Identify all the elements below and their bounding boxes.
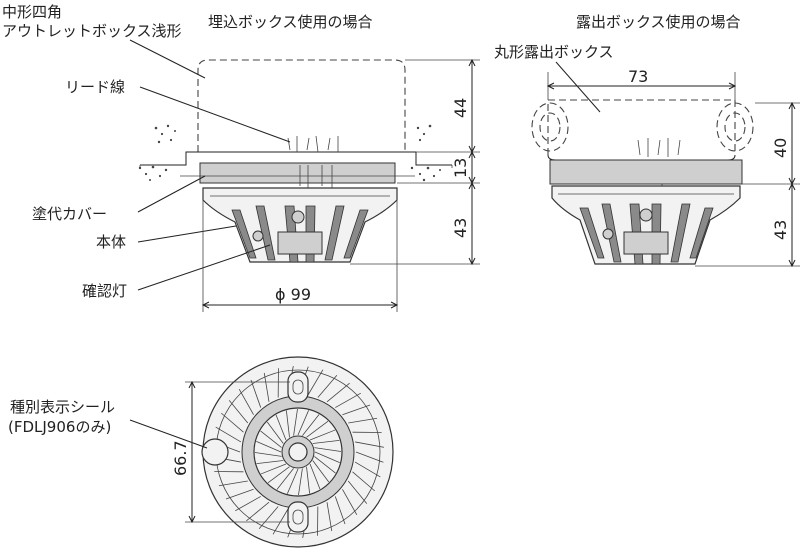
dim-exposed-box-height: 40	[771, 138, 790, 158]
label-lead-wire: リード線	[65, 78, 125, 96]
sensor-chamber-right	[623, 231, 669, 255]
label-main-body: 本体	[96, 233, 126, 251]
cover-plate	[199, 162, 396, 184]
radial-fin	[221, 412, 244, 433]
inner-spoke	[312, 439, 340, 444]
inner-spoke	[312, 460, 330, 483]
box-flange	[140, 151, 452, 166]
radial-fin	[250, 379, 262, 408]
type-label-seal	[201, 438, 229, 466]
dim-diameter: ϕ 99	[275, 285, 311, 304]
label-type-seal: 種別表示シール	[10, 398, 115, 416]
leader-body	[137, 225, 237, 243]
inner-spoke	[286, 468, 299, 494]
inner-spoke	[256, 460, 284, 465]
right-side-view	[531, 99, 754, 265]
inner-spoke	[314, 447, 342, 452]
outlet-box-outline	[197, 59, 406, 152]
left-side-view	[138, 59, 453, 263]
leader-seal	[129, 419, 208, 449]
wall-speckle-left	[138, 124, 176, 181]
inner-spoke	[285, 410, 290, 438]
label-round-exposed-box: 丸形露出ボックス	[494, 43, 614, 61]
inner-spoke	[302, 414, 320, 436]
inner-spoke	[298, 468, 303, 496]
body-ribs-right	[579, 203, 714, 265]
inner-spoke	[260, 463, 287, 475]
sensor-chamber-left	[277, 231, 323, 255]
left-dimension-lines	[201, 58, 480, 312]
radial-fin	[228, 400, 249, 424]
radial-fin	[258, 506, 279, 529]
inner-spoke	[314, 451, 340, 464]
inner-spoke	[297, 410, 310, 436]
exposed-box-base	[549, 159, 743, 185]
radial-fin	[347, 480, 368, 504]
inner-spoke	[254, 452, 282, 457]
leader-lead-wire	[139, 86, 291, 143]
leader-exposed-box	[555, 61, 601, 113]
mount-slot-bottom	[287, 501, 309, 533]
radial-fin	[238, 389, 254, 415]
inner-spoke	[293, 408, 298, 436]
radial-fin	[348, 417, 378, 424]
inner-spoke	[314, 456, 336, 474]
dim-box-height: 44	[451, 98, 470, 118]
inner-spoke	[260, 430, 282, 448]
exposed-box-outline	[547, 99, 736, 155]
leader-cover	[137, 175, 206, 213]
radial-fin	[225, 488, 254, 500]
inner-spoke	[309, 429, 336, 441]
radial-fin	[355, 441, 384, 448]
indicator-lamp-left	[291, 210, 305, 224]
inner-spoke	[306, 420, 329, 438]
radial-fin	[342, 404, 371, 416]
inner-spoke	[256, 440, 282, 453]
inner-spoke	[275, 414, 287, 441]
radial-fin	[326, 502, 333, 532]
inner-spoke	[266, 421, 284, 444]
inner-spoke	[309, 463, 321, 490]
label-medium-box-line1: 中形四角	[2, 3, 62, 21]
bottom-dimension-lines	[185, 380, 290, 524]
bottom-view	[201, 356, 394, 548]
radial-fin	[317, 375, 338, 398]
radial-fin	[342, 489, 358, 515]
radial-fin	[235, 496, 261, 512]
radial-fin	[334, 496, 346, 525]
radial-fin	[215, 426, 242, 443]
label-model-note: (FDLJ906のみ)	[8, 418, 111, 436]
dim-body-height-right: 43	[771, 220, 790, 240]
mount-slot-top	[287, 371, 309, 403]
title-exposed-box: 露出ボックス使用の場合	[576, 13, 741, 31]
wall-speckle-right	[410, 124, 441, 182]
leader-lamp	[137, 244, 271, 291]
dim-exposed-width: 73	[628, 67, 648, 86]
radial-fin	[355, 451, 384, 463]
radial-fin	[352, 471, 375, 492]
radial-fin	[246, 501, 270, 522]
radial-fin	[335, 392, 361, 408]
title-buried-box: 埋込ボックス使用の場合	[208, 13, 373, 31]
radial-fin	[326, 382, 350, 403]
radial-fin	[354, 461, 381, 478]
inner-spoke	[267, 466, 290, 484]
label-cover: 塗代カバー	[32, 205, 107, 223]
dim-body-height-left: 43	[451, 218, 470, 238]
radial-fin	[307, 369, 324, 396]
inner-spoke	[306, 466, 311, 494]
lead-wires-left	[287, 135, 339, 190]
label-indicator-lamp: 確認灯	[82, 282, 127, 300]
dim-cover-height: 13	[451, 158, 470, 178]
label-medium-box-line2: アウトレットボックス浅形	[2, 22, 182, 40]
bottom-inner-spokes	[254, 408, 342, 496]
radial-fin	[218, 480, 248, 487]
inner-spoke	[276, 468, 294, 490]
leader-box	[129, 39, 206, 79]
radial-fin	[263, 372, 270, 402]
right-dimension-lines	[546, 72, 800, 268]
dim-bottom-height: 66.7	[171, 440, 190, 476]
